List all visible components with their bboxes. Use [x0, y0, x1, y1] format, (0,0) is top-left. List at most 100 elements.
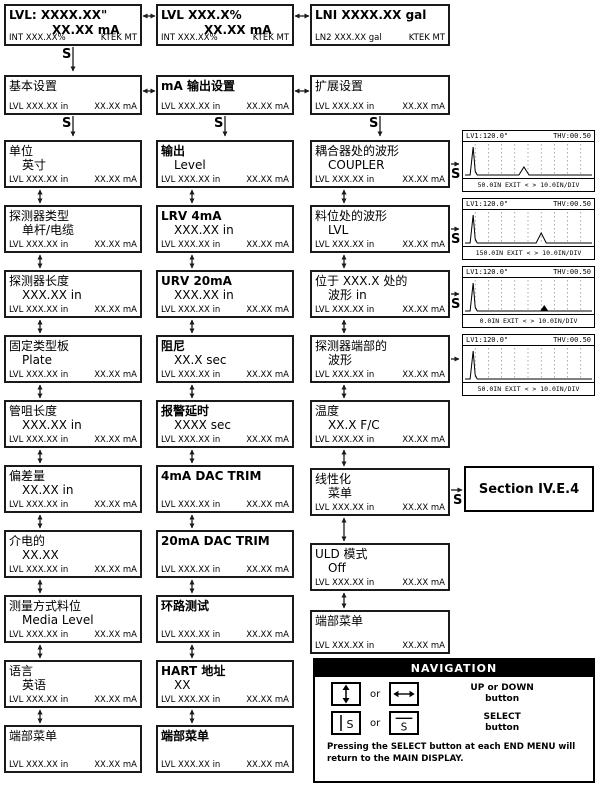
status-left: LVL XXX.XX in — [9, 434, 69, 445]
box-title: 报警延时 — [161, 404, 210, 418]
section-reference-label: Section IV.E.4 — [478, 481, 580, 497]
box-title: 固定类型板 — [9, 339, 70, 353]
select-label: S — [61, 116, 73, 131]
or-label: or — [370, 717, 381, 729]
select-label: S — [61, 47, 73, 62]
box-value: Off — [328, 561, 346, 576]
box-value: 单杆/电缆 — [22, 223, 75, 238]
waveform-header: LV1:120.0" THV:00.50 — [463, 267, 594, 278]
waveform-threshold-readout: THV:00.50 — [553, 268, 591, 276]
box-title: 语言 — [9, 664, 34, 678]
status-left: LN2 XXX.XX gal — [315, 32, 382, 43]
status-right: KTEK MT — [252, 32, 289, 43]
cursor-marker — [540, 305, 549, 311]
status-left: LVL XXX.XX in — [315, 369, 375, 380]
status-left: LVL XXX.XX in — [9, 101, 69, 112]
box-title: URV 20mA — [161, 274, 232, 288]
status-right: XX.XX mA — [246, 239, 289, 250]
waveform-display-level: LV1:120.0" THV:00.50 150.0IN EXIT < > 10… — [462, 198, 595, 260]
waveform-footer: 0.0IN EXIT < > 10.0IN/DIV — [479, 317, 578, 325]
status-right: XX.XX mA — [402, 101, 445, 112]
box-title: 探测器长度 — [9, 274, 70, 288]
box-title: 20mA DAC TRIM — [161, 534, 270, 548]
box-title: 介电的 — [9, 534, 46, 548]
status-right: XX.XX mA — [246, 304, 289, 315]
status-right: XX.XX mA — [402, 640, 445, 651]
box-status: LVL XXX.XX in XX.XX mA — [315, 369, 445, 380]
menu-box-extended-settings: 扩展设置 LVL XXX.XX in XX.XX mA — [310, 75, 450, 115]
status-left: LVL XXX.XX in — [9, 369, 69, 380]
box-title: 端部菜单 — [161, 729, 210, 743]
waveform-trace-svg — [465, 144, 592, 176]
waveform-header: LV1:120.0" THV:00.50 — [463, 131, 594, 142]
status-left: LVL XXX.XX in — [161, 239, 221, 250]
status-right: XX.XX mA — [402, 434, 445, 445]
status-left: LVL XXX.XX in — [315, 239, 375, 250]
box-value: XX.XX — [22, 548, 59, 563]
status-left: LVL XXX.XX in — [161, 101, 221, 112]
waveform-plot — [463, 142, 594, 179]
status-left: LVL XXX.XX in — [9, 239, 69, 250]
box-value: LVL — [328, 223, 349, 238]
status-left: LVL XXX.XX in — [161, 304, 221, 315]
display-line-1: LVL XXX.X% — [161, 8, 242, 22]
waveform-trace-svg — [465, 348, 592, 380]
box-title: 环路测试 — [161, 599, 210, 613]
left-right-arrow-icon — [389, 682, 420, 706]
waveform-header: LV1:120.0" THV:00.50 — [463, 335, 594, 346]
box-value: 英语 — [22, 678, 47, 693]
waveform-level-readout: LV1:120.0" — [466, 200, 509, 208]
status-left: LVL XXX.XX in — [161, 564, 221, 575]
select-button-label: SELECT button — [483, 711, 521, 733]
main-display-level: LVL: XXXX.XX" XX.XX mA INT XXX.XX% KTEK … — [4, 4, 142, 46]
status-right: XX.XX mA — [246, 369, 289, 380]
status-right: XX.XX mA — [246, 434, 289, 445]
box-status: LVL XXX.XX in XX.XX mA — [9, 434, 137, 445]
waveform-plot — [463, 278, 594, 315]
box-title: 输出 — [161, 144, 186, 158]
waveform-level-readout: LV1:120.0" — [466, 336, 509, 344]
box-title: LRV 4mA — [161, 209, 222, 223]
menu-box-basic-settings: 基本设置 LVL XXX.XX in XX.XX mA — [4, 75, 142, 115]
box-title: 端部菜单 — [315, 614, 364, 628]
navigation-title: NAVIGATION — [315, 660, 593, 677]
status-left: LVL XXX.XX in — [161, 369, 221, 380]
status-right: XX.XX mA — [402, 369, 445, 380]
waveform-display-coupler: LV1:120.0" THV:00.50 50.0IN EXIT < > 10.… — [462, 130, 595, 192]
box-value: Level — [174, 158, 206, 173]
menu-box-ma-output-settings: mA 输出设置 LVL XXX.XX in XX.XX mA — [156, 75, 294, 115]
waveform-display-position: LV1:120.0" THV:00.50 0.0IN EXIT < > 10.0… — [462, 266, 595, 328]
status-left: LVL XXX.XX in — [161, 759, 221, 770]
status-right: XX.XX mA — [94, 434, 137, 445]
box-title: 扩展设置 — [315, 79, 364, 93]
status-right: XX.XX mA — [246, 564, 289, 575]
svg-text:S: S — [347, 718, 354, 731]
box-status: LVL XXX.XX in XX.XX mA — [315, 101, 445, 112]
status-left: LVL XXX.XX in — [315, 174, 375, 185]
status-left: LVL XXX.XX in — [161, 434, 221, 445]
section-reference-box: Section IV.E.4 — [464, 466, 594, 512]
status-right: XX.XX mA — [94, 564, 137, 575]
